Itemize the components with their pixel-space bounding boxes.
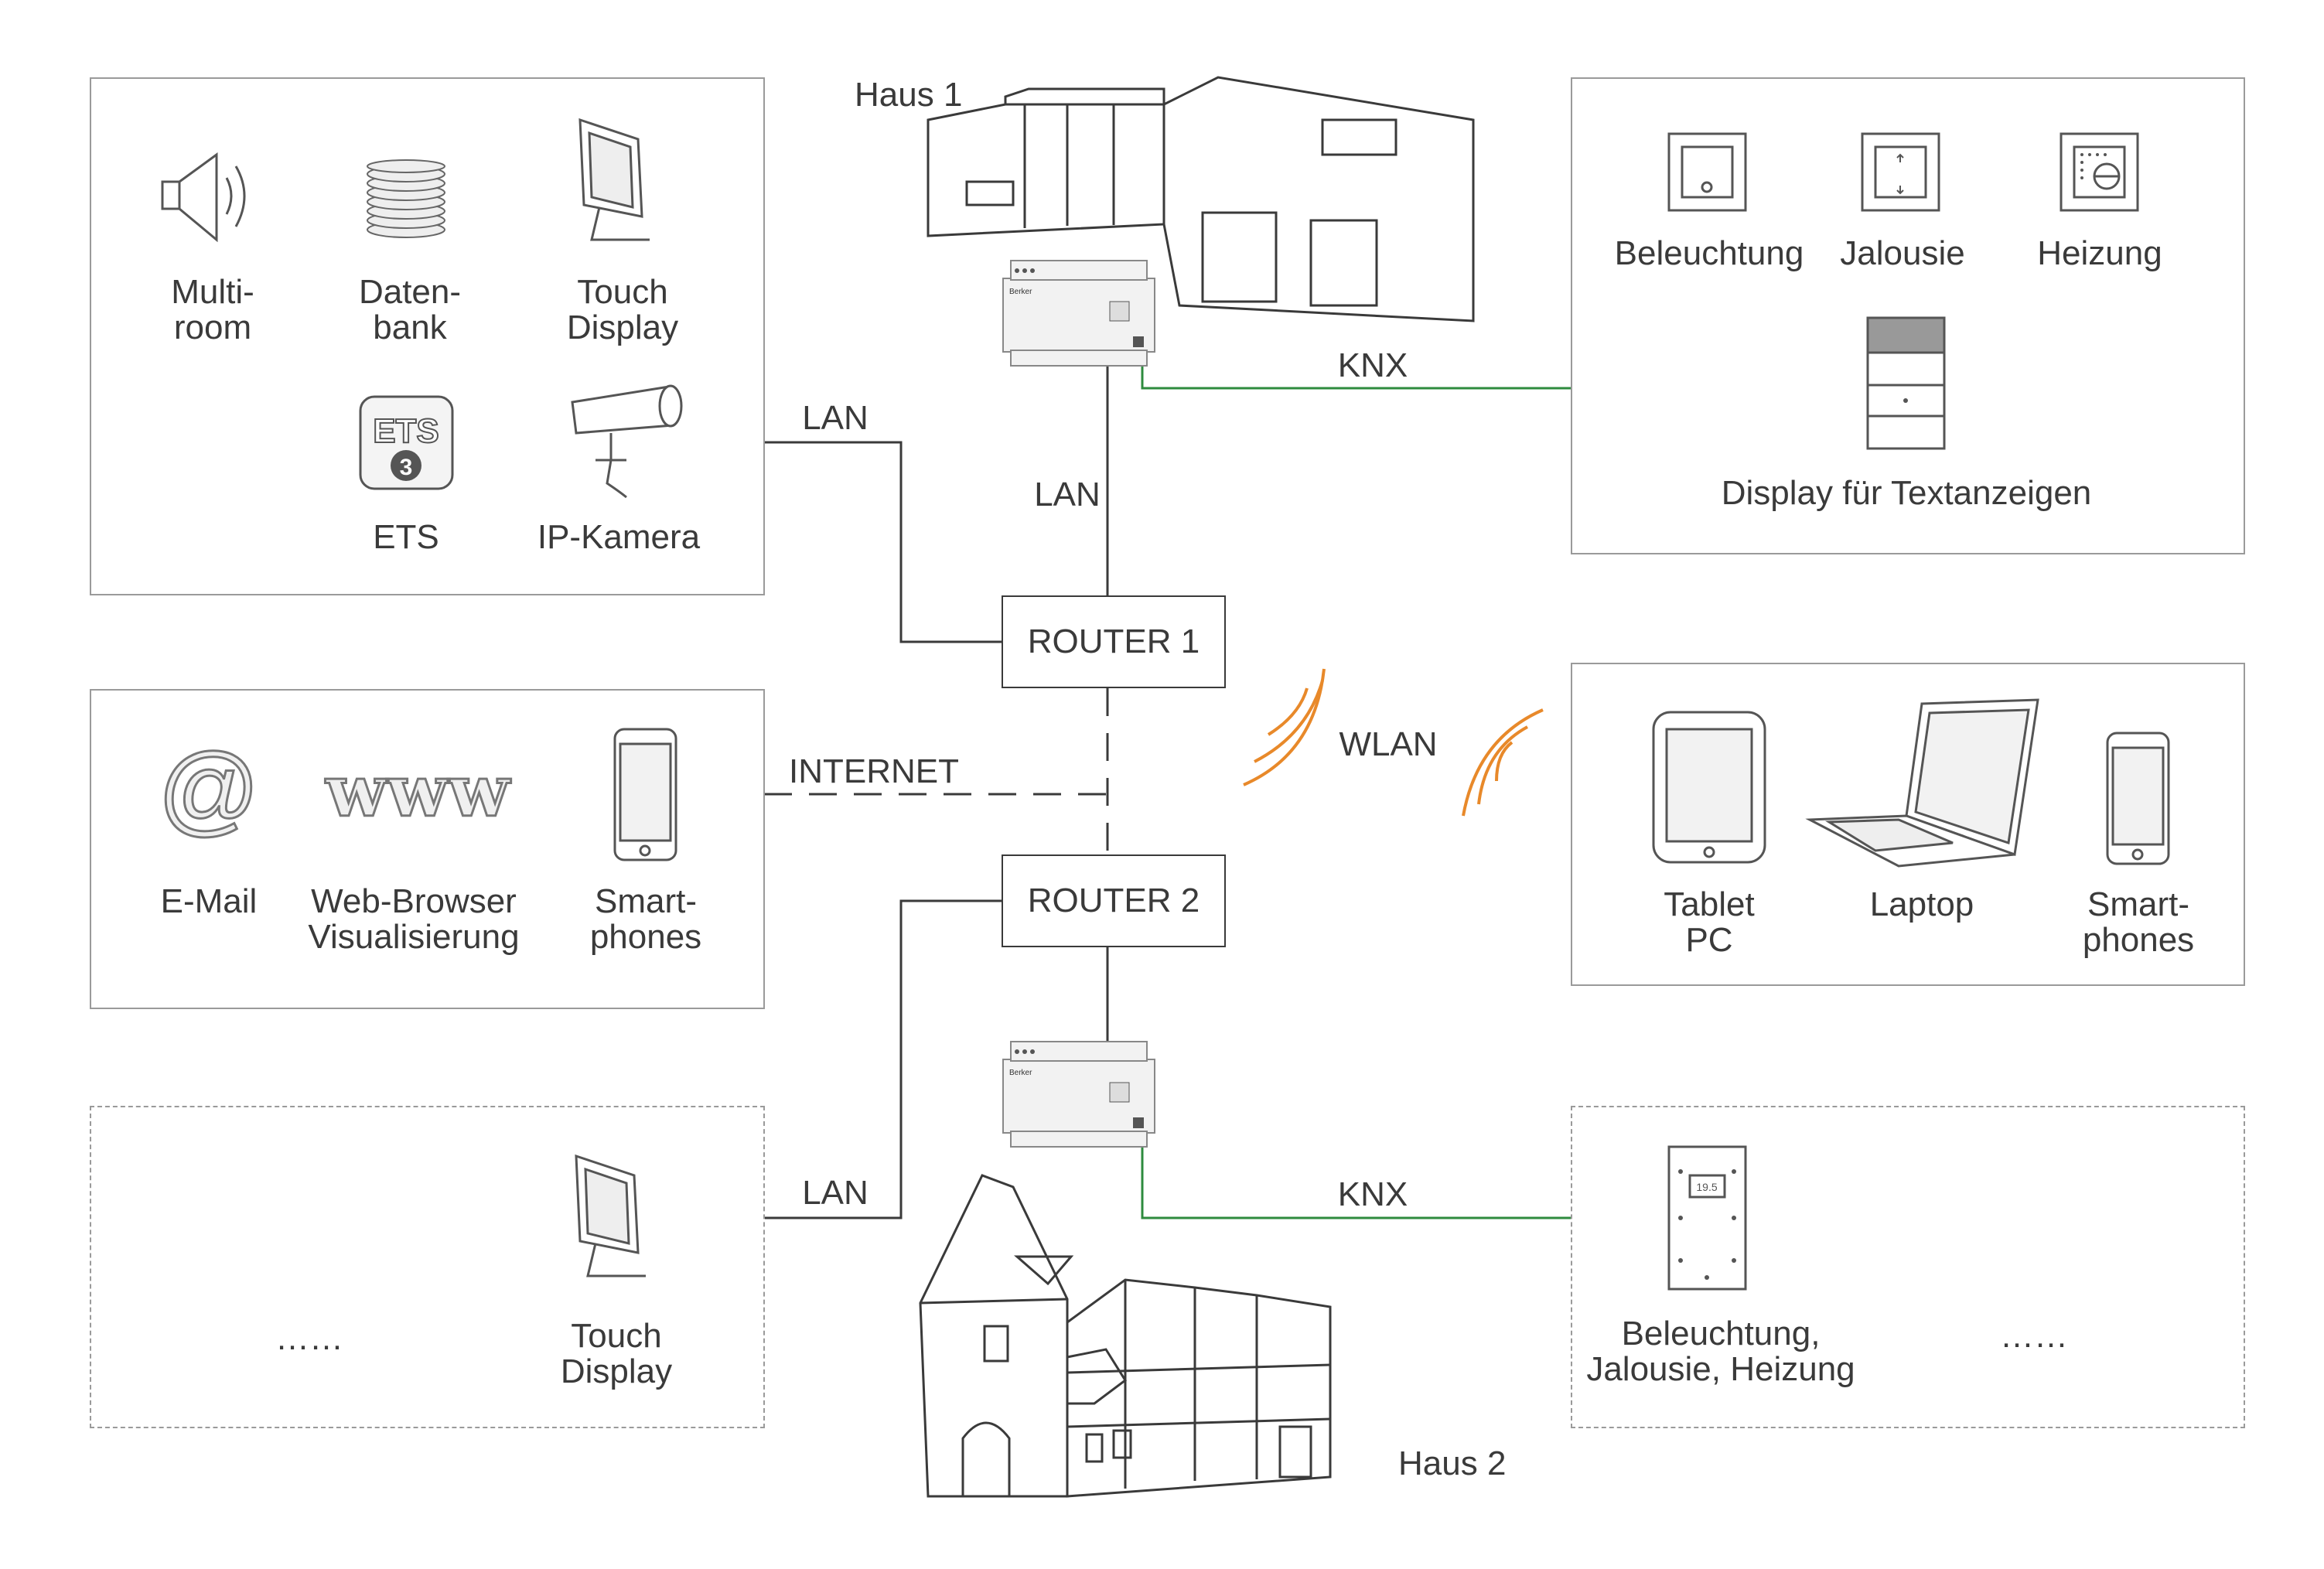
smartphone-icon <box>2105 731 2171 866</box>
house-2-label: Haus 2 <box>1398 1445 1507 1482</box>
ellipsis-bottom-right: …… <box>2000 1317 2068 1355</box>
lan-line-top-left <box>764 441 1002 643</box>
laptop-icon <box>1805 696 2042 870</box>
blind-switch-icon <box>1860 131 1941 213</box>
router-2-label: ROUTER 2 <box>1027 882 1200 919</box>
heizung-label: Heizung <box>2037 234 2162 272</box>
smartphone-icon <box>613 727 678 862</box>
thermostat-icon <box>2059 131 2140 213</box>
www-icon-glyph: www <box>325 749 511 833</box>
ip-gateway-2-icon: Berker <box>1002 1040 1156 1148</box>
light-switch-icon <box>1667 131 1748 213</box>
ets-label: ETS <box>373 518 439 556</box>
house-2-icon <box>916 1172 1419 1498</box>
router-1: ROUTER 1 <box>1002 595 1226 688</box>
multiroom-label: Multi- room <box>171 273 254 346</box>
touch-display-icon <box>572 116 657 251</box>
at-icon-glyph: @ <box>158 732 260 845</box>
text-display-icon <box>1865 316 1947 451</box>
lan-label-bottom-left: LAN <box>802 1174 869 1212</box>
beleuchtung-jalousie-heizung-label: Beleuchtung, Jalousie, Heizung <box>1586 1315 1855 1388</box>
ip-camera-label: IP-Kamera <box>537 518 701 556</box>
ip-gateway-1-icon: Berker <box>1002 259 1156 367</box>
www-icon: www <box>313 749 522 834</box>
knx-line-bottom <box>1141 1129 1574 1219</box>
ellipsis-bottom-left: …… <box>275 1319 343 1357</box>
speaker-icon <box>159 151 259 244</box>
keypad-icon-display: 19.5 <box>1696 1181 1717 1193</box>
touch-display-icon <box>568 1152 654 1288</box>
box-bottom-left <box>90 1106 765 1428</box>
gateway-2-brand: Berker <box>1009 1069 1032 1077</box>
router-1-label: ROUTER 1 <box>1027 622 1200 660</box>
touch-display-label: Touch Display <box>566 273 679 346</box>
database-icon <box>363 159 449 240</box>
email-label: E-Mail <box>160 882 258 920</box>
laptop-label: Laptop <box>1869 885 1974 923</box>
ets-icon-number: 3 <box>400 455 413 480</box>
keypad-icon: 19.5 <box>1667 1144 1748 1291</box>
database-label: Daten- bank <box>358 273 462 346</box>
ets-icon-text: ETS <box>373 412 439 450</box>
tablet-pc-label: Tablet PC <box>1664 885 1755 959</box>
house-1-icon <box>924 73 1475 322</box>
wlan-waves-left <box>1243 668 1326 786</box>
lan-label-vertical: LAN <box>1034 476 1101 513</box>
ets-icon: ETS 3 <box>358 394 455 491</box>
knx-label-top: KNX <box>1337 346 1408 384</box>
router-2: ROUTER 2 <box>1002 854 1226 947</box>
gateway-1-brand: Berker <box>1009 288 1032 296</box>
wlan-waves-right <box>1462 708 1544 817</box>
web-browser-label: Web-Browser Visualisierung <box>308 882 520 956</box>
touch-display-label-bottom: Touch Display <box>560 1317 673 1390</box>
at-icon: @ <box>155 732 263 847</box>
tablet-icon <box>1651 710 1767 865</box>
smartphones-label-right: Smart- phones <box>2082 885 2195 959</box>
camera-icon <box>565 383 688 499</box>
smartphones-label-left: Smart- phones <box>589 882 702 956</box>
jalousie-label: Jalousie <box>1840 234 1965 272</box>
beleuchtung-label: Beleuchtung <box>1614 234 1804 272</box>
internet-label: INTERNET <box>789 752 959 790</box>
lan-line-bottom-left <box>764 899 1002 1219</box>
wlan-label: WLAN <box>1339 725 1438 763</box>
text-display-label: Display für Textanzeigen <box>1721 474 2092 512</box>
lan-label-top-left: LAN <box>802 399 869 437</box>
knx-label-bottom: KNX <box>1337 1175 1408 1213</box>
house-1-label: Haus 1 <box>855 76 963 114</box>
